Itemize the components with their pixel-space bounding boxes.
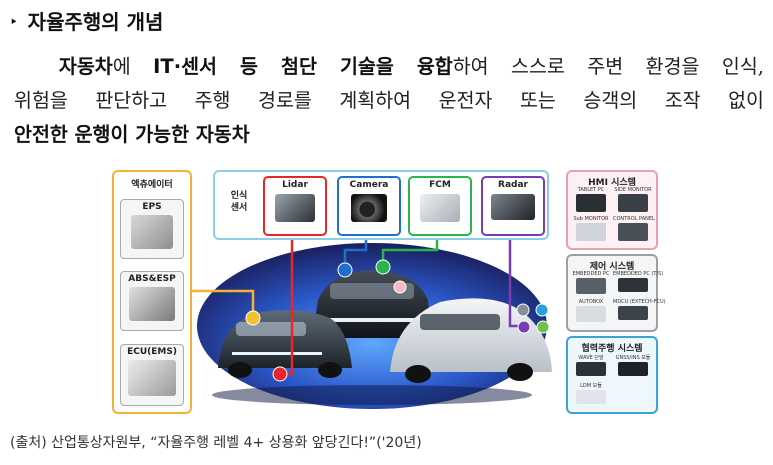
lidar-card: Lidar <box>263 176 327 236</box>
cooperative-driving-title: 협력주행 시스템 <box>568 341 656 354</box>
hmi-control-panel: CONTROL PANEL <box>613 216 653 244</box>
platoon-gnss: GNSS/INS 모듈 <box>613 354 653 380</box>
lidar-dot <box>273 367 287 381</box>
radar-image <box>491 194 535 220</box>
actuator-title: 엑츄에이터 <box>114 177 190 190</box>
fcm-dot <box>376 260 390 274</box>
platoon-dot <box>536 304 548 316</box>
control-mdcu: MDCU (EXTECH-FCU) <box>613 299 653 326</box>
control-autobox: AUTOBOX <box>571 299 611 326</box>
fcm-image <box>420 194 460 222</box>
eps-image <box>131 215 173 249</box>
radar-card: Radar <box>481 176 545 236</box>
sensor-title: 인식 센서 <box>219 190 259 214</box>
platoon-ldm: LDM 모듈 <box>571 382 611 408</box>
platoon-wave: WAVE 단말 <box>571 354 611 380</box>
cooperative-driving-panel: 협력주행 시스템 WAVE 단말 GNSS/INS 모듈 LDM 모듈 <box>566 336 658 414</box>
sensor-panel: 인식 센서 Lidar Camera FCM Radar <box>213 170 549 240</box>
lidar-image <box>275 194 315 222</box>
hmi-tablet: TABLET PC <box>571 187 611 214</box>
actuator-panel: 엑츄에이터 EPS ABS&ESP ECU(EMS) <box>112 170 192 414</box>
fcm-dot-2 <box>537 321 549 333</box>
control-embedded-pc: EMBEDDED PC <box>571 271 611 297</box>
ecu-image <box>128 360 176 396</box>
source-citation: (출처) 산업통상자원부, “자율주행 레벨 4+ 상용화 앞당긴다!”('20… <box>10 432 422 452</box>
hmi-dot <box>394 281 406 293</box>
control-dot <box>517 304 529 316</box>
fcm-card: FCM <box>408 176 472 236</box>
abs-esp-image <box>129 287 175 321</box>
control-embedded-pc-ts: EMBEDDED PC (T/S) <box>613 271 653 297</box>
hmi-side-monitor: SIDE MONITOR <box>613 187 653 214</box>
ecu-item: ECU(EMS) <box>120 344 184 406</box>
hmi-sub-monitor: Sub MONITOR <box>571 216 611 244</box>
control-panel: 제어 시스템 EMBEDDED PC EMBEDDED PC (T/S) AUT… <box>566 254 658 332</box>
hmi-panel: HMI 시스템 TABLET PC SIDE MONITOR Sub MONIT… <box>566 170 658 250</box>
actuator-dot <box>246 311 260 325</box>
eps-item: EPS <box>120 199 184 259</box>
abs-esp-item: ABS&ESP <box>120 271 184 331</box>
camera-image <box>351 194 387 222</box>
camera-card: Camera <box>337 176 401 236</box>
radar-dot <box>518 321 530 333</box>
camera-dot <box>338 263 352 277</box>
